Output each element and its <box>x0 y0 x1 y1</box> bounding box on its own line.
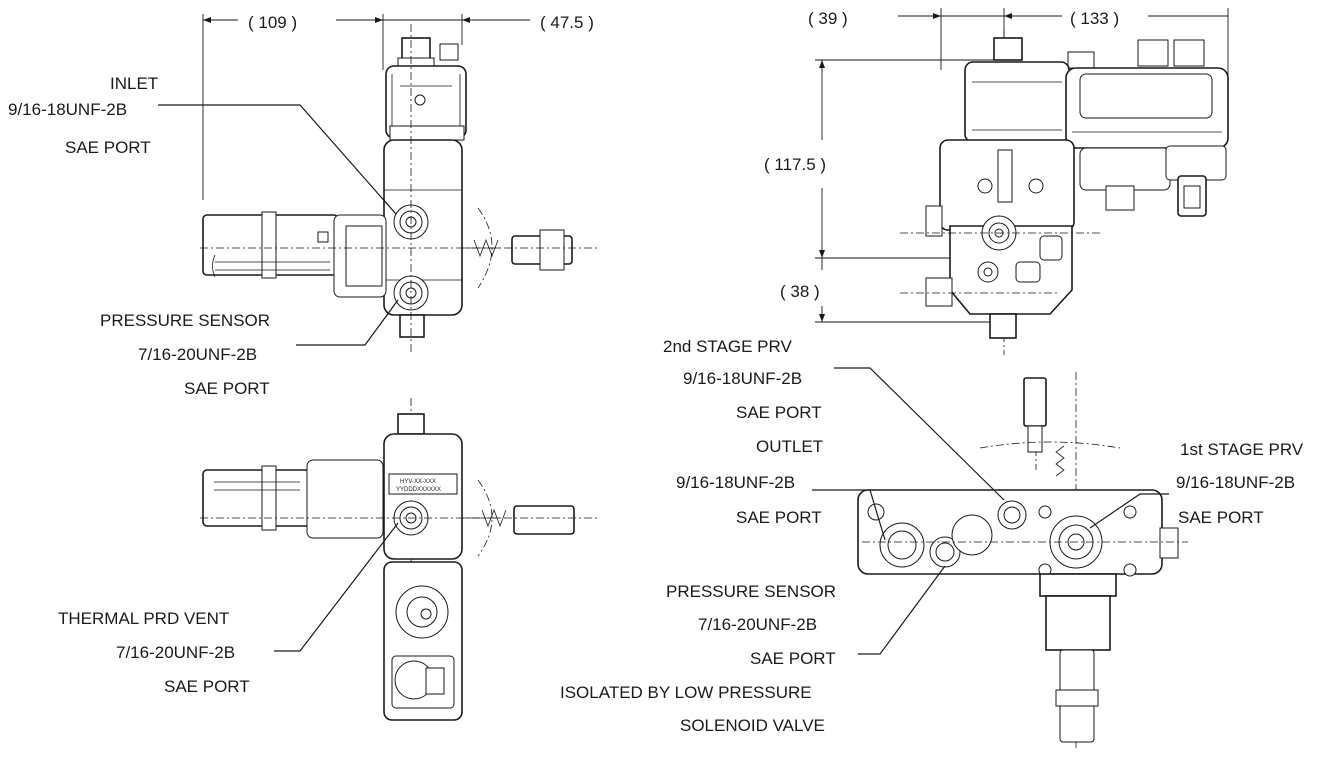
inlet-port: SAE PORT <box>65 138 151 157</box>
callout-outlet: OUTLET 9/16-18UNF-2B SAE PORT <box>676 437 823 527</box>
dimension-117-5: ( 117.5 ) <box>764 155 826 174</box>
pressure-sensor-right-label: PRESSURE SENSOR <box>666 582 836 601</box>
second-stage-prv-thread: 9/16-18UNF-2B <box>683 369 802 388</box>
thermal-prd-vent-thread: 7/16-20UNF-2B <box>116 643 235 662</box>
regulator-side-view-lower: HYV-XX-XXX YYDDDXXXXXX <box>200 398 600 721</box>
dimension-set-left: ( 109 ) ( 47.5 ) <box>202 13 594 200</box>
pressure-sensor-right-port: SAE PORT <box>750 649 836 668</box>
inlet-label: INLET <box>110 74 158 93</box>
regulator-side-view-upper <box>200 24 600 355</box>
callout-1st-stage-prv: 1st STAGE PRV 9/16-18UNF-2B SAE PORT <box>1176 440 1304 527</box>
dimension-39: ( 39 ) <box>808 9 848 28</box>
pressure-sensor-right-thread: 7/16-20UNF-2B <box>698 615 817 634</box>
outlet-thread: 9/16-18UNF-2B <box>676 473 795 492</box>
pressure-sensor-right-note1: ISOLATED BY LOW PRESSURE <box>560 683 812 702</box>
callout-2nd-stage-prv: 2nd STAGE PRV 9/16-18UNF-2B SAE PORT <box>663 337 822 422</box>
first-stage-prv-port: SAE PORT <box>1178 508 1264 527</box>
inlet-thread: 9/16-18UNF-2B <box>8 100 127 119</box>
outlet-label: OUTLET <box>756 437 823 456</box>
first-stage-prv-thread: 9/16-18UNF-2B <box>1176 473 1295 492</box>
callout-leaders <box>158 104 1169 655</box>
second-stage-prv-label: 2nd STAGE PRV <box>663 337 792 356</box>
first-stage-prv-label: 1st STAGE PRV <box>1180 440 1304 459</box>
label-plate-line2: YYDDDXXXXXX <box>396 487 441 493</box>
callout-thermal-prd-vent: THERMAL PRD VENT 7/16-20UNF-2B SAE PORT <box>58 609 250 696</box>
outlet-port: SAE PORT <box>736 508 822 527</box>
callout-inlet: INLET 9/16-18UNF-2B SAE PORT <box>8 74 158 157</box>
pressure-sensor-right-note2: SOLENOID VALVE <box>680 716 825 735</box>
thermal-prd-vent-label: THERMAL PRD VENT <box>58 609 229 628</box>
thermal-prd-vent-port: SAE PORT <box>164 677 250 696</box>
label-plate-line1: HYV-XX-XXX <box>400 479 436 485</box>
pressure-sensor-left-label: PRESSURE SENSOR <box>100 311 270 330</box>
dimension-47-5: ( 47.5 ) <box>540 13 594 32</box>
callout-pressure-sensor-left: PRESSURE SENSOR 7/16-20UNF-2B SAE PORT <box>100 311 270 398</box>
pressure-sensor-left-port: SAE PORT <box>184 379 270 398</box>
regulator-top-view <box>857 372 1188 748</box>
dimension-109: ( 109 ) <box>248 13 297 32</box>
pressure-sensor-left-thread: 7/16-20UNF-2B <box>138 345 257 364</box>
second-stage-prv-port: SAE PORT <box>736 403 822 422</box>
regulator-front-view <box>900 30 1229 355</box>
callout-pressure-sensor-right: PRESSURE SENSOR 7/16-20UNF-2B SAE PORT I… <box>560 582 836 735</box>
dimension-38: ( 38 ) <box>780 282 820 301</box>
dimension-133: ( 133 ) <box>1070 9 1119 28</box>
